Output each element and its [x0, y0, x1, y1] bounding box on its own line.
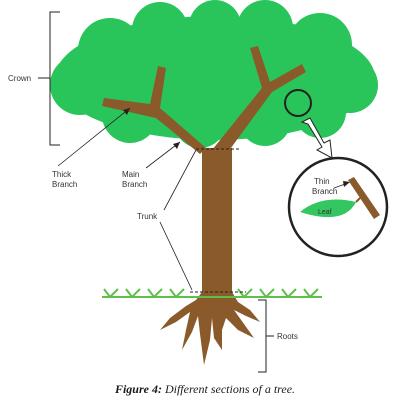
thin-branch-arrowhead: [343, 181, 350, 187]
main-branch-label-line1: Main: [122, 170, 139, 179]
trunk-shape: [202, 148, 232, 298]
thick-branch-label-line1: Thick: [52, 170, 72, 179]
thin-branch-label-line2: Branch: [312, 187, 337, 196]
caption-prefix: Figure 4:: [114, 382, 162, 396]
roots-label: Roots: [277, 332, 298, 341]
roots-bracket: [258, 299, 274, 373]
thick-branch-arrowhead: [123, 108, 130, 115]
main-branch-pointer: [145, 141, 181, 169]
section-dividers: [190, 148, 246, 293]
figure-caption: Figure 4: Different sections of a tree.: [114, 382, 295, 396]
zoom-circle-small: [284, 89, 312, 117]
leaf-shape: [300, 199, 356, 218]
main-branch-arrowhead: [173, 142, 180, 149]
main-branch-label-line2: Branch: [122, 180, 147, 189]
tree-crown-foliage: [50, 0, 378, 148]
crown-label: Crown: [8, 74, 31, 83]
thick-branch-pointer: [57, 107, 131, 167]
ground: [102, 288, 322, 299]
roots-shape: [160, 292, 260, 365]
crown-bracket: [38, 11, 60, 146]
trunk-label: Trunk: [137, 212, 158, 221]
leaf-label: Leaf: [318, 209, 332, 216]
thin-branch-label-line1: Thin: [314, 177, 330, 186]
tree-wood: [102, 46, 306, 365]
main-branch: [212, 46, 306, 152]
caption-text: Different sections of a tree.: [162, 382, 295, 396]
leaf-stem: [355, 197, 361, 203]
thin-branch-shape: [348, 177, 380, 219]
thick-branch-label-line2: Branch: [52, 180, 77, 189]
zoom-detail: [287, 156, 389, 258]
thick-branch: [102, 66, 206, 154]
trunk-pointers: [159, 149, 197, 291]
